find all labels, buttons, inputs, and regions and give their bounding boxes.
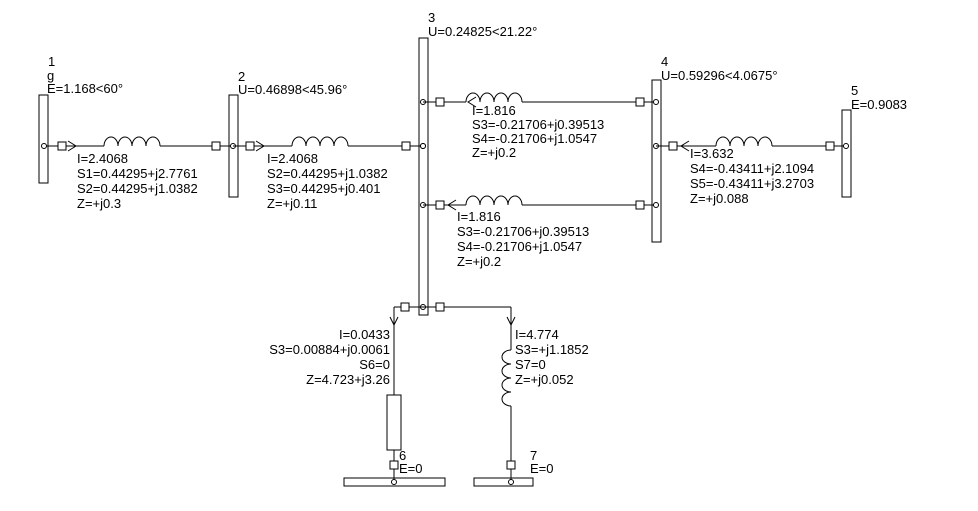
branch-2-3-s-to: S3=0.44295+j0.401 [267,181,381,196]
branch-3-4-lower-impedance: Z=+j0.2 [457,254,501,269]
bus-node-5[interactable] [841,109,852,198]
branch-3-7-current: I=4.774 [515,327,559,342]
branch-3-7-s-from: S3=+j1.1852 [515,342,589,357]
node-3-number: 3 [428,10,435,25]
branch-3-6-impedance: Z=4.723+j3.26 [306,372,390,387]
branch-3-7-s-to: S7=0 [515,357,546,372]
node-7-value: E=0 [530,461,554,476]
node-2-value: U=0.46898<45.96° [238,82,347,97]
branch-3-4-lower-current: I=1.816 [457,209,501,224]
node-6-value: E=0 [399,461,423,476]
branch-5-4-s-from: S4=-0.43411+j2.1094 [690,161,814,176]
node-3-value: U=0.24825<21.22° [428,24,537,39]
branch-3-4-lower-s-to: S4=-0.21706+j1.0547 [457,239,582,254]
branch-3-4-upper-impedance: Z=+j0.2 [472,145,516,160]
node-7-number: 7 [530,448,537,463]
branch-2-3-current: I=2.4068 [267,151,318,166]
branch-1-2-current: I=2.4068 [77,151,128,166]
bus-node-7[interactable] [473,477,534,487]
branch-5-4[interactable] [653,136,849,152]
node-1-value: E=1.168<60° [47,81,123,96]
branch-3-4-upper-s-from: S3=-0.21706+j0.39513 [472,117,604,132]
branch-1-2-s-from: S1=0.44295+j2.7761 [77,166,198,181]
branch-2-3-impedance: Z=+j0.11 [267,196,317,211]
branch-3-6[interactable] [386,302,426,485]
bus-node-1[interactable] [38,94,49,184]
branch-1-2-impedance: Z=+j0.3 [77,196,121,211]
node-4-number: 4 [661,54,668,69]
node-1-number: 1 [48,54,55,69]
branch-3-4-upper-current: I=1.816 [472,103,516,118]
node-6-number: 6 [399,448,406,463]
branch-2-3[interactable] [233,136,426,152]
branch-3-4-upper[interactable] [420,92,659,108]
branch-1-2[interactable] [41,136,236,152]
node-5-number: 5 [851,83,858,98]
branch-5-4-current: I=3.632 [690,146,734,161]
branch-3-7[interactable] [423,302,516,485]
branch-5-4-s-to: S5=-0.43411+j3.2703 [690,176,814,191]
branch-3-6-current: I=0.0433 [339,327,390,342]
branch-3-7-impedance: Z=+j0.052 [515,372,574,387]
node-4-value: U=0.59296<4.0675° [661,68,778,83]
branch-3-4-lower[interactable] [420,195,659,211]
branch-3-6-s-from: S3=0.00884+j0.0061 [269,342,390,357]
branch-5-4-impedance: Z=+j0.088 [690,191,749,206]
branch-3-4-lower-s-from: S3=-0.21706+j0.39513 [457,224,589,239]
node-1-type: g [47,68,54,83]
branch-1-2-s-to: S2=0.44295+j1.0382 [77,181,198,196]
branch-3-4-upper-s-to: S4=-0.21706+j1.0547 [472,131,597,146]
node-5-value: E=0.9083 [851,97,907,112]
bus-node-3[interactable] [418,37,429,316]
branch-3-6-s-to: S6=0 [359,357,390,372]
branch-2-3-s-from: S2=0.44295+j1.0382 [267,166,388,181]
bus-node-4[interactable] [651,79,662,243]
node-2-number: 2 [238,69,245,84]
